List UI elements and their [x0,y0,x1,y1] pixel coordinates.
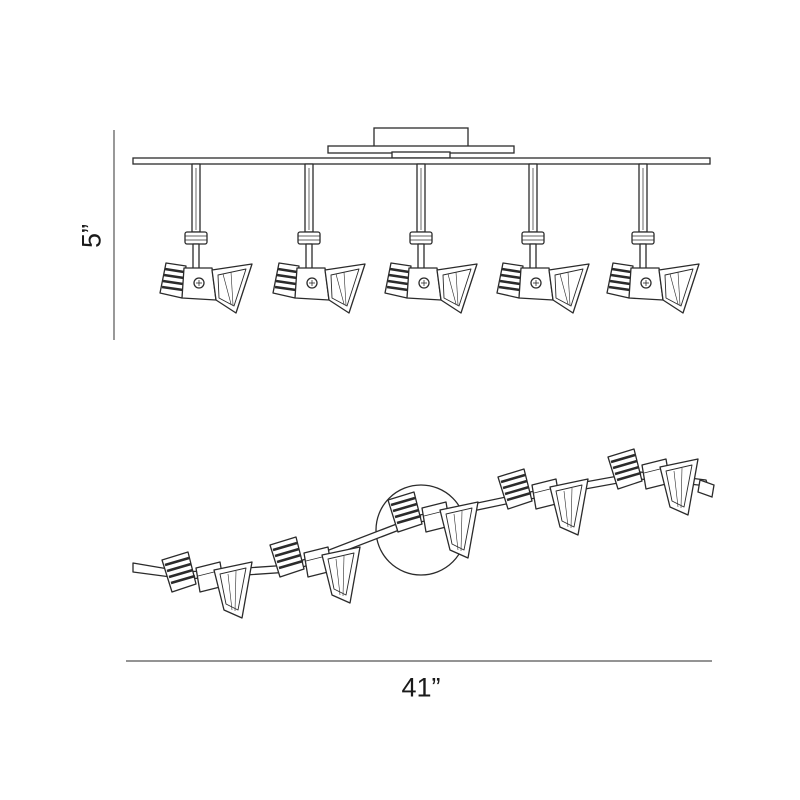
front-elevation-view [132,127,711,315]
spotlight-5-front [605,162,701,315]
spotlight-2-front [271,162,367,315]
width-dimension-label: 41” [401,672,441,703]
canopy [373,127,469,148]
spotlight-5-top [606,447,700,517]
spotlight-4-front [495,162,591,315]
canopy-spacer [391,151,451,159]
mounting-rail [132,157,711,165]
top-view [132,447,715,620]
spotlight-1-top [160,550,254,620]
spotlight-1-front [158,162,254,315]
spotlight-4-top [496,467,590,537]
spotlight-3-front [383,162,479,315]
height-dimension-label: 5” [76,223,107,249]
arm-end-cap [697,479,715,498]
